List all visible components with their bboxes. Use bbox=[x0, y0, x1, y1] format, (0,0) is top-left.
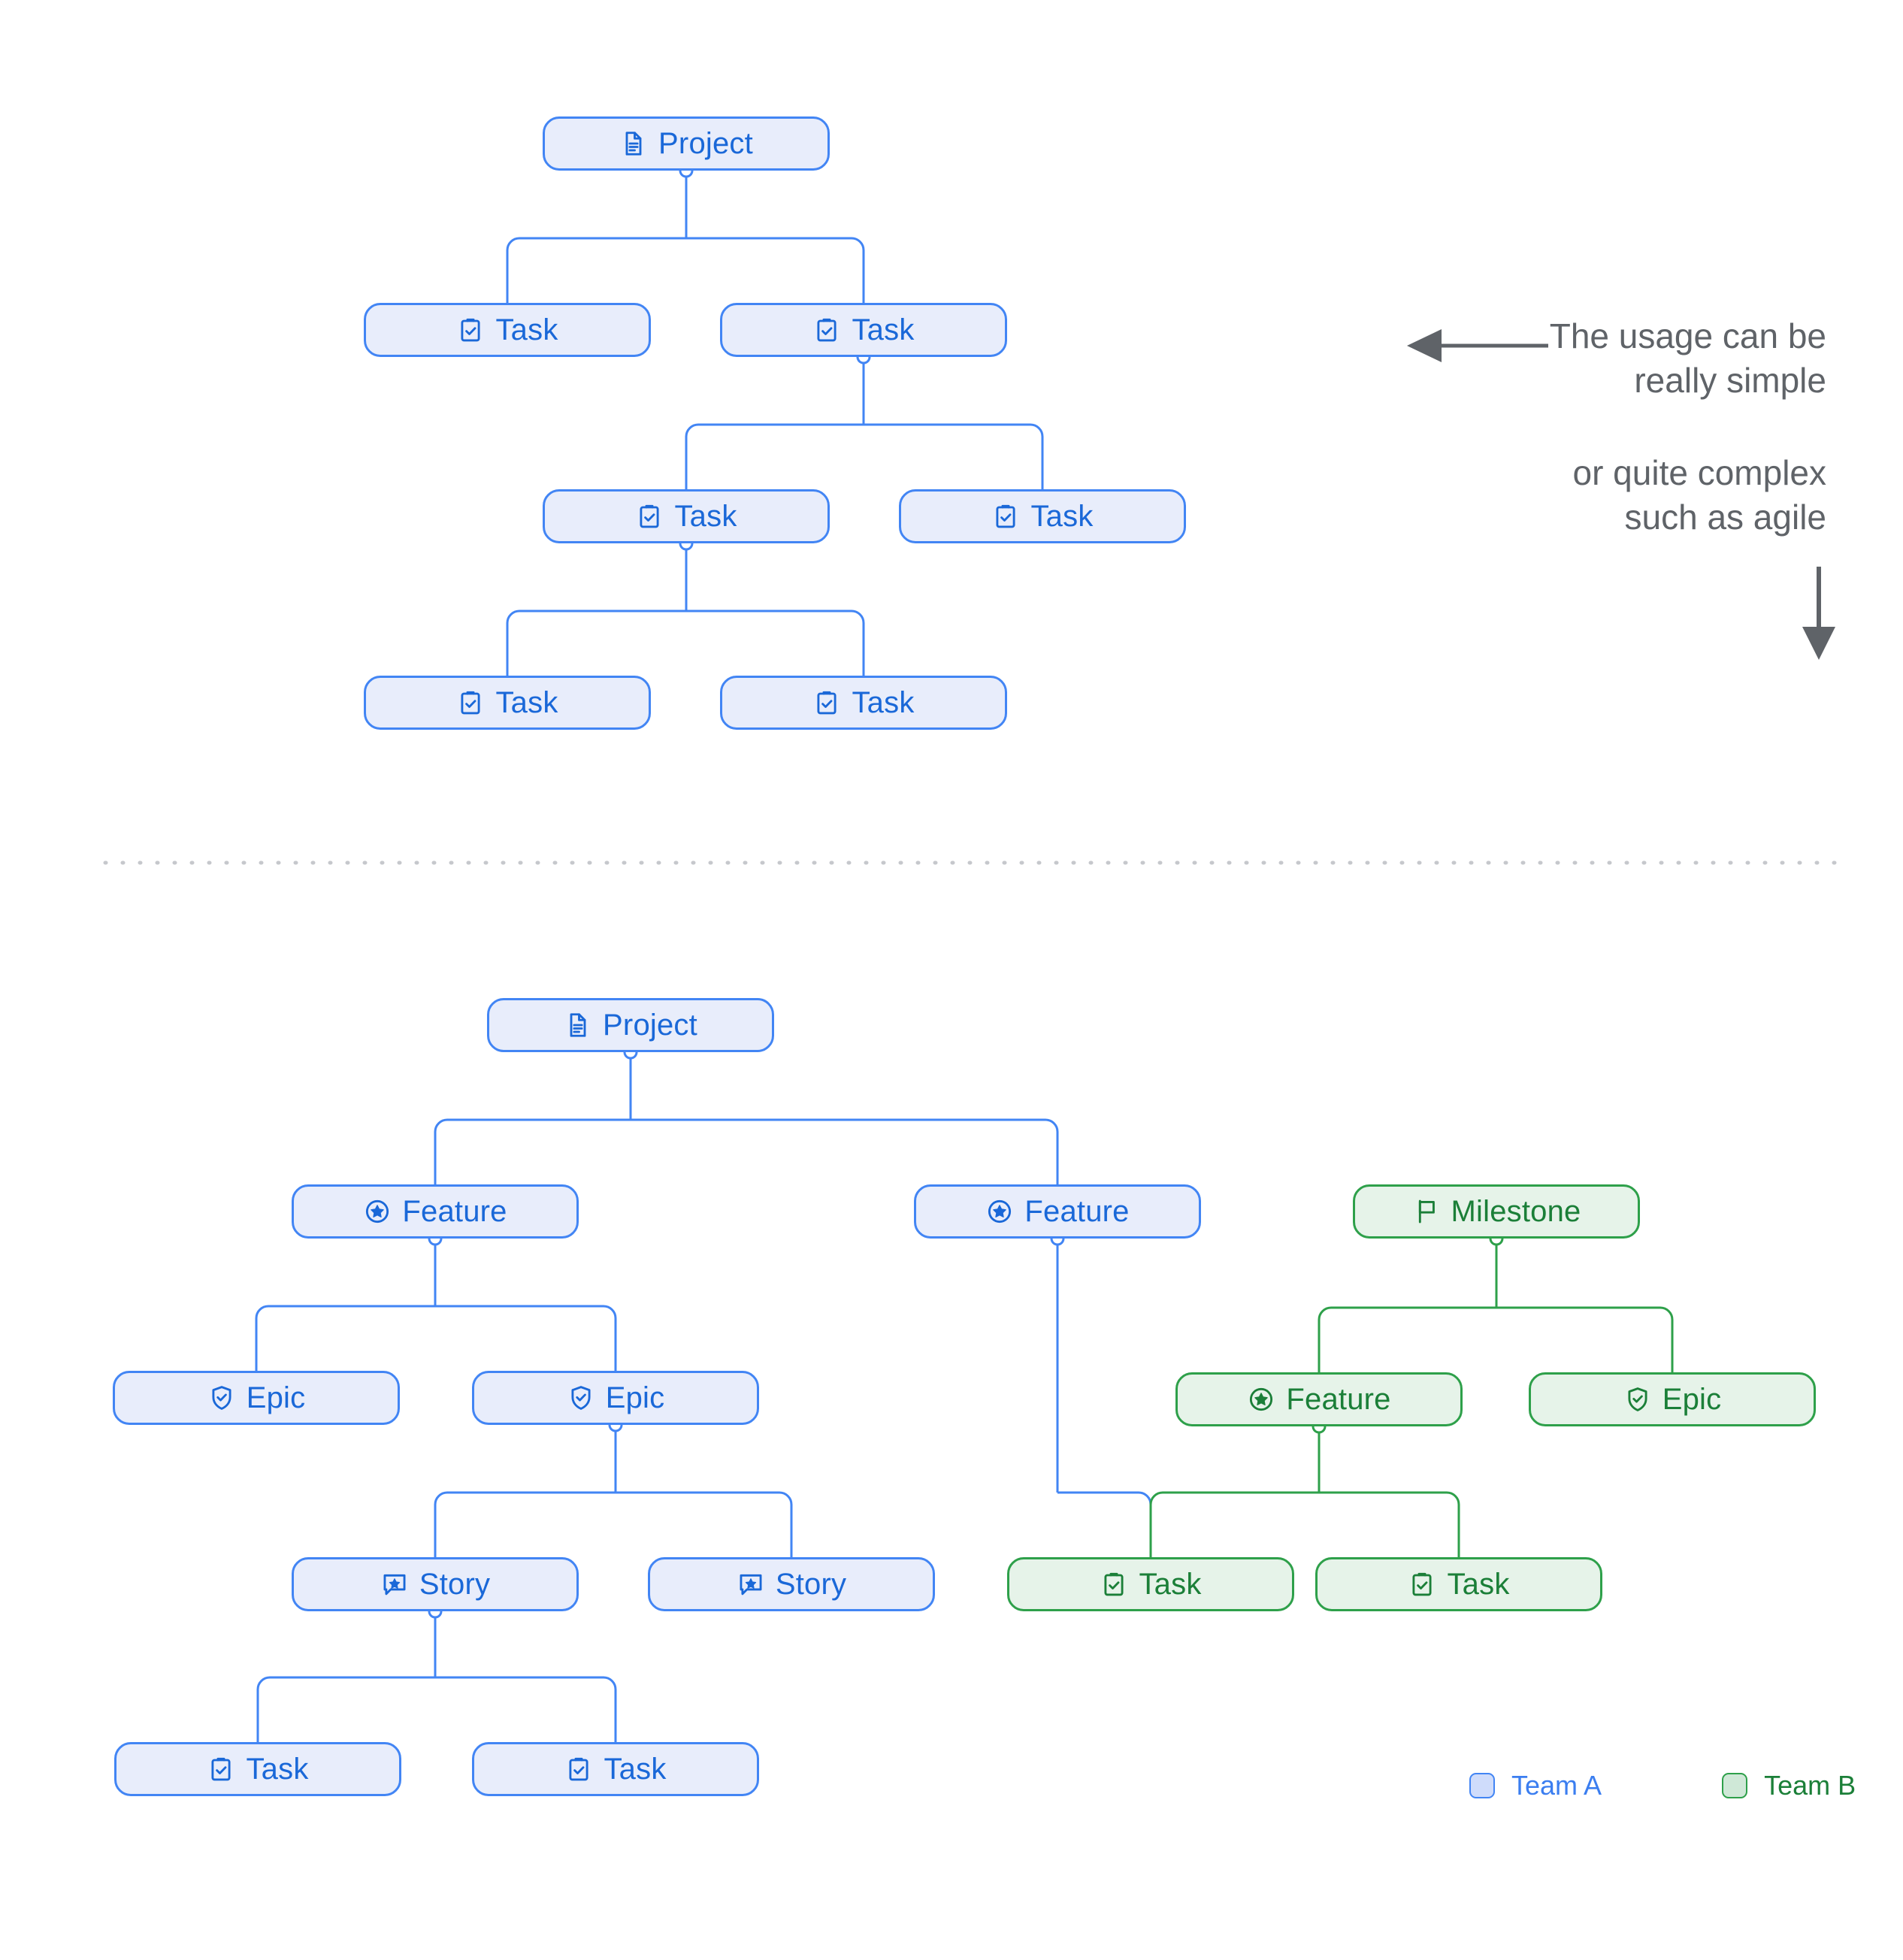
node-label: Feature bbox=[1286, 1383, 1391, 1416]
node-label: Feature bbox=[1024, 1195, 1130, 1228]
node-label: Task bbox=[852, 686, 915, 719]
annotation-line-3: or quite complex bbox=[1572, 453, 1827, 492]
star-circle-icon bbox=[985, 1197, 1014, 1226]
shield-check-icon bbox=[1623, 1385, 1652, 1414]
node-s-task-5[interactable]: Task bbox=[364, 676, 651, 730]
node-a-task-b2[interactable]: Task bbox=[472, 1742, 759, 1796]
node-label: Task bbox=[495, 313, 558, 346]
comment-star-icon bbox=[380, 1570, 409, 1599]
annotation-line-2: really simple bbox=[1634, 360, 1826, 400]
edge-s-task-3-s-task-5 bbox=[506, 609, 686, 676]
clipboard-check-icon bbox=[456, 688, 485, 717]
legend-label-team-b: Team B bbox=[1764, 1770, 1856, 1801]
node-a-task-g1[interactable]: Task bbox=[1007, 1557, 1294, 1611]
flag-icon bbox=[1412, 1197, 1441, 1226]
arrow-down-icon bbox=[1802, 567, 1835, 660]
document-icon bbox=[564, 1011, 592, 1039]
node-s-task-6[interactable]: Task bbox=[720, 676, 1007, 730]
team-legend: Team A Team B bbox=[1469, 1770, 1856, 1801]
node-label: Task bbox=[604, 1753, 667, 1786]
node-label: Milestone bbox=[1451, 1195, 1581, 1228]
edge-s-project-s-task-1 bbox=[506, 237, 686, 303]
legend-item-team-a[interactable]: Team A bbox=[1469, 1770, 1602, 1801]
clipboard-check-icon bbox=[1408, 1570, 1436, 1599]
edge-a-story-1-a-task-b1 bbox=[256, 1676, 435, 1742]
edge-a-epic-2-a-story-1 bbox=[434, 1491, 616, 1557]
clipboard-check-icon bbox=[812, 316, 841, 344]
node-label: Feature bbox=[402, 1195, 507, 1228]
clipboard-check-icon bbox=[635, 502, 664, 531]
node-label: Epic bbox=[605, 1381, 665, 1414]
node-s-task-2[interactable]: Task bbox=[720, 303, 1007, 357]
node-label: Epic bbox=[246, 1381, 306, 1414]
edge-s-task-2-s-task-3 bbox=[685, 423, 864, 489]
legend-label-team-a: Team A bbox=[1511, 1770, 1602, 1801]
legend-swatch-green bbox=[1722, 1773, 1748, 1798]
node-a-story-2[interactable]: Story bbox=[648, 1557, 935, 1611]
node-label: Story bbox=[775, 1568, 847, 1601]
node-label: Project bbox=[658, 127, 753, 160]
node-label: Task bbox=[495, 686, 558, 719]
node-a-story-1[interactable]: Story bbox=[292, 1557, 579, 1611]
clipboard-check-icon bbox=[564, 1755, 593, 1783]
edge-a-feature-1-a-epic-1 bbox=[255, 1305, 435, 1371]
node-a-feature-3[interactable]: Feature bbox=[1175, 1372, 1463, 1426]
clipboard-check-icon bbox=[812, 688, 841, 717]
clipboard-check-icon bbox=[1100, 1570, 1128, 1599]
node-label: Story bbox=[419, 1568, 491, 1601]
edge-a-milestone-a-epic-3 bbox=[1496, 1306, 1674, 1372]
edge-a-project-a-feature-1 bbox=[434, 1118, 631, 1184]
node-a-milestone[interactable]: Milestone bbox=[1353, 1184, 1640, 1239]
edge-s-task-3-s-task-6 bbox=[686, 609, 865, 676]
arrow-left-icon bbox=[1407, 329, 1548, 362]
node-a-project[interactable]: Project bbox=[487, 998, 774, 1052]
edge-s-project-s-task-2 bbox=[686, 237, 865, 303]
edge-a-feature-3-a-task-g2 bbox=[1319, 1491, 1460, 1557]
edge-a-epic-2-a-story-2 bbox=[616, 1491, 793, 1557]
node-a-feature-2[interactable]: Feature bbox=[914, 1184, 1201, 1239]
legend-item-team-b[interactable]: Team B bbox=[1722, 1770, 1856, 1801]
edge-a-story-1-a-task-b2 bbox=[435, 1676, 617, 1742]
node-label: Task bbox=[1030, 500, 1094, 533]
clipboard-check-icon bbox=[991, 502, 1020, 531]
edge-a-milestone-a-feature-3 bbox=[1318, 1306, 1496, 1372]
node-a-epic-1[interactable]: Epic bbox=[113, 1371, 400, 1425]
node-label: Project bbox=[603, 1009, 697, 1042]
edge-a-project-a-feature-2 bbox=[631, 1118, 1059, 1184]
edge-a-feature-1-a-epic-2 bbox=[435, 1305, 617, 1371]
legend-swatch-blue bbox=[1469, 1773, 1495, 1798]
annotation-text-2: or quite complex such as agile bbox=[1488, 451, 1827, 540]
node-label: Task bbox=[246, 1753, 309, 1786]
node-label: Task bbox=[1447, 1568, 1510, 1601]
node-a-epic-3[interactable]: Epic bbox=[1529, 1372, 1816, 1426]
edge-a-feature-3-a-task-g1 bbox=[1149, 1491, 1319, 1557]
node-label: Task bbox=[674, 500, 737, 533]
node-s-task-4[interactable]: Task bbox=[899, 489, 1186, 543]
comment-star-icon bbox=[737, 1570, 765, 1599]
edge-s-task-2-s-task-4 bbox=[864, 423, 1044, 489]
node-label: Task bbox=[1139, 1568, 1202, 1601]
annotation-line-1: The usage can be bbox=[1549, 316, 1826, 355]
node-s-task-3[interactable]: Task bbox=[543, 489, 830, 543]
clipboard-check-icon bbox=[207, 1755, 235, 1783]
star-circle-icon bbox=[363, 1197, 392, 1226]
document-icon bbox=[619, 129, 648, 158]
star-circle-icon bbox=[1247, 1385, 1275, 1414]
annotation-text: The usage can be really simple bbox=[1488, 314, 1826, 403]
node-a-epic-2[interactable]: Epic bbox=[472, 1371, 759, 1425]
annotation-line-4: such as agile bbox=[1624, 497, 1827, 537]
edge-a-feature-2-a-task-g1 bbox=[1057, 1491, 1152, 1557]
node-s-project[interactable]: Project bbox=[543, 116, 830, 171]
node-a-task-b1[interactable]: Task bbox=[114, 1742, 401, 1796]
node-a-task-g2[interactable]: Task bbox=[1315, 1557, 1602, 1611]
shield-check-icon bbox=[567, 1384, 595, 1412]
shield-check-icon bbox=[207, 1384, 236, 1412]
node-label: Task bbox=[852, 313, 915, 346]
node-s-task-1[interactable]: Task bbox=[364, 303, 651, 357]
clipboard-check-icon bbox=[456, 316, 485, 344]
node-a-feature-1[interactable]: Feature bbox=[292, 1184, 579, 1239]
node-label: Epic bbox=[1662, 1383, 1722, 1416]
